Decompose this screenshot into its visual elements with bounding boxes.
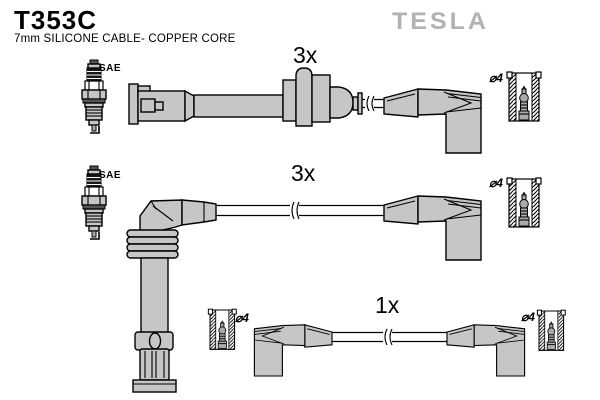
elbow-boot-drawing <box>383 195 482 261</box>
cable-drawing <box>332 328 447 346</box>
diameter-label: ⌀4 <box>235 311 249 325</box>
diameter-label: ⌀4 <box>521 310 535 324</box>
quantity-label-bottom: 1x <box>375 292 400 318</box>
elbow-boot-drawing <box>383 88 482 154</box>
cable-drawing <box>362 95 384 112</box>
elbow-boot-drawing <box>446 324 526 377</box>
sae-terminal-label: SAE <box>99 170 122 181</box>
seal-and-nipple-drawing <box>282 67 363 127</box>
tesla-brand-logo: TESLA <box>392 8 489 35</box>
cable-drawing <box>216 201 384 220</box>
elbow-boot-drawing <box>253 324 333 377</box>
pencil-boot-drawing <box>126 199 217 393</box>
diameter-label: ⌀4 <box>489 71 503 85</box>
coil-connector-drawing <box>128 83 284 125</box>
terminal-cross-section <box>536 309 566 351</box>
part-number-title: T353C <box>14 5 98 35</box>
quantity-label-middle: 3x <box>291 160 316 186</box>
quantity-label-top: 3x <box>293 42 318 68</box>
product-description: 7mm SILICONE CABLE- COPPER CORE <box>14 33 236 45</box>
terminal-cross-section <box>506 177 542 228</box>
sae-terminal-label: SAE <box>99 63 122 74</box>
terminal-cross-section <box>207 308 237 350</box>
terminal-cross-section <box>506 71 542 122</box>
diameter-label: ⌀4 <box>489 176 503 190</box>
